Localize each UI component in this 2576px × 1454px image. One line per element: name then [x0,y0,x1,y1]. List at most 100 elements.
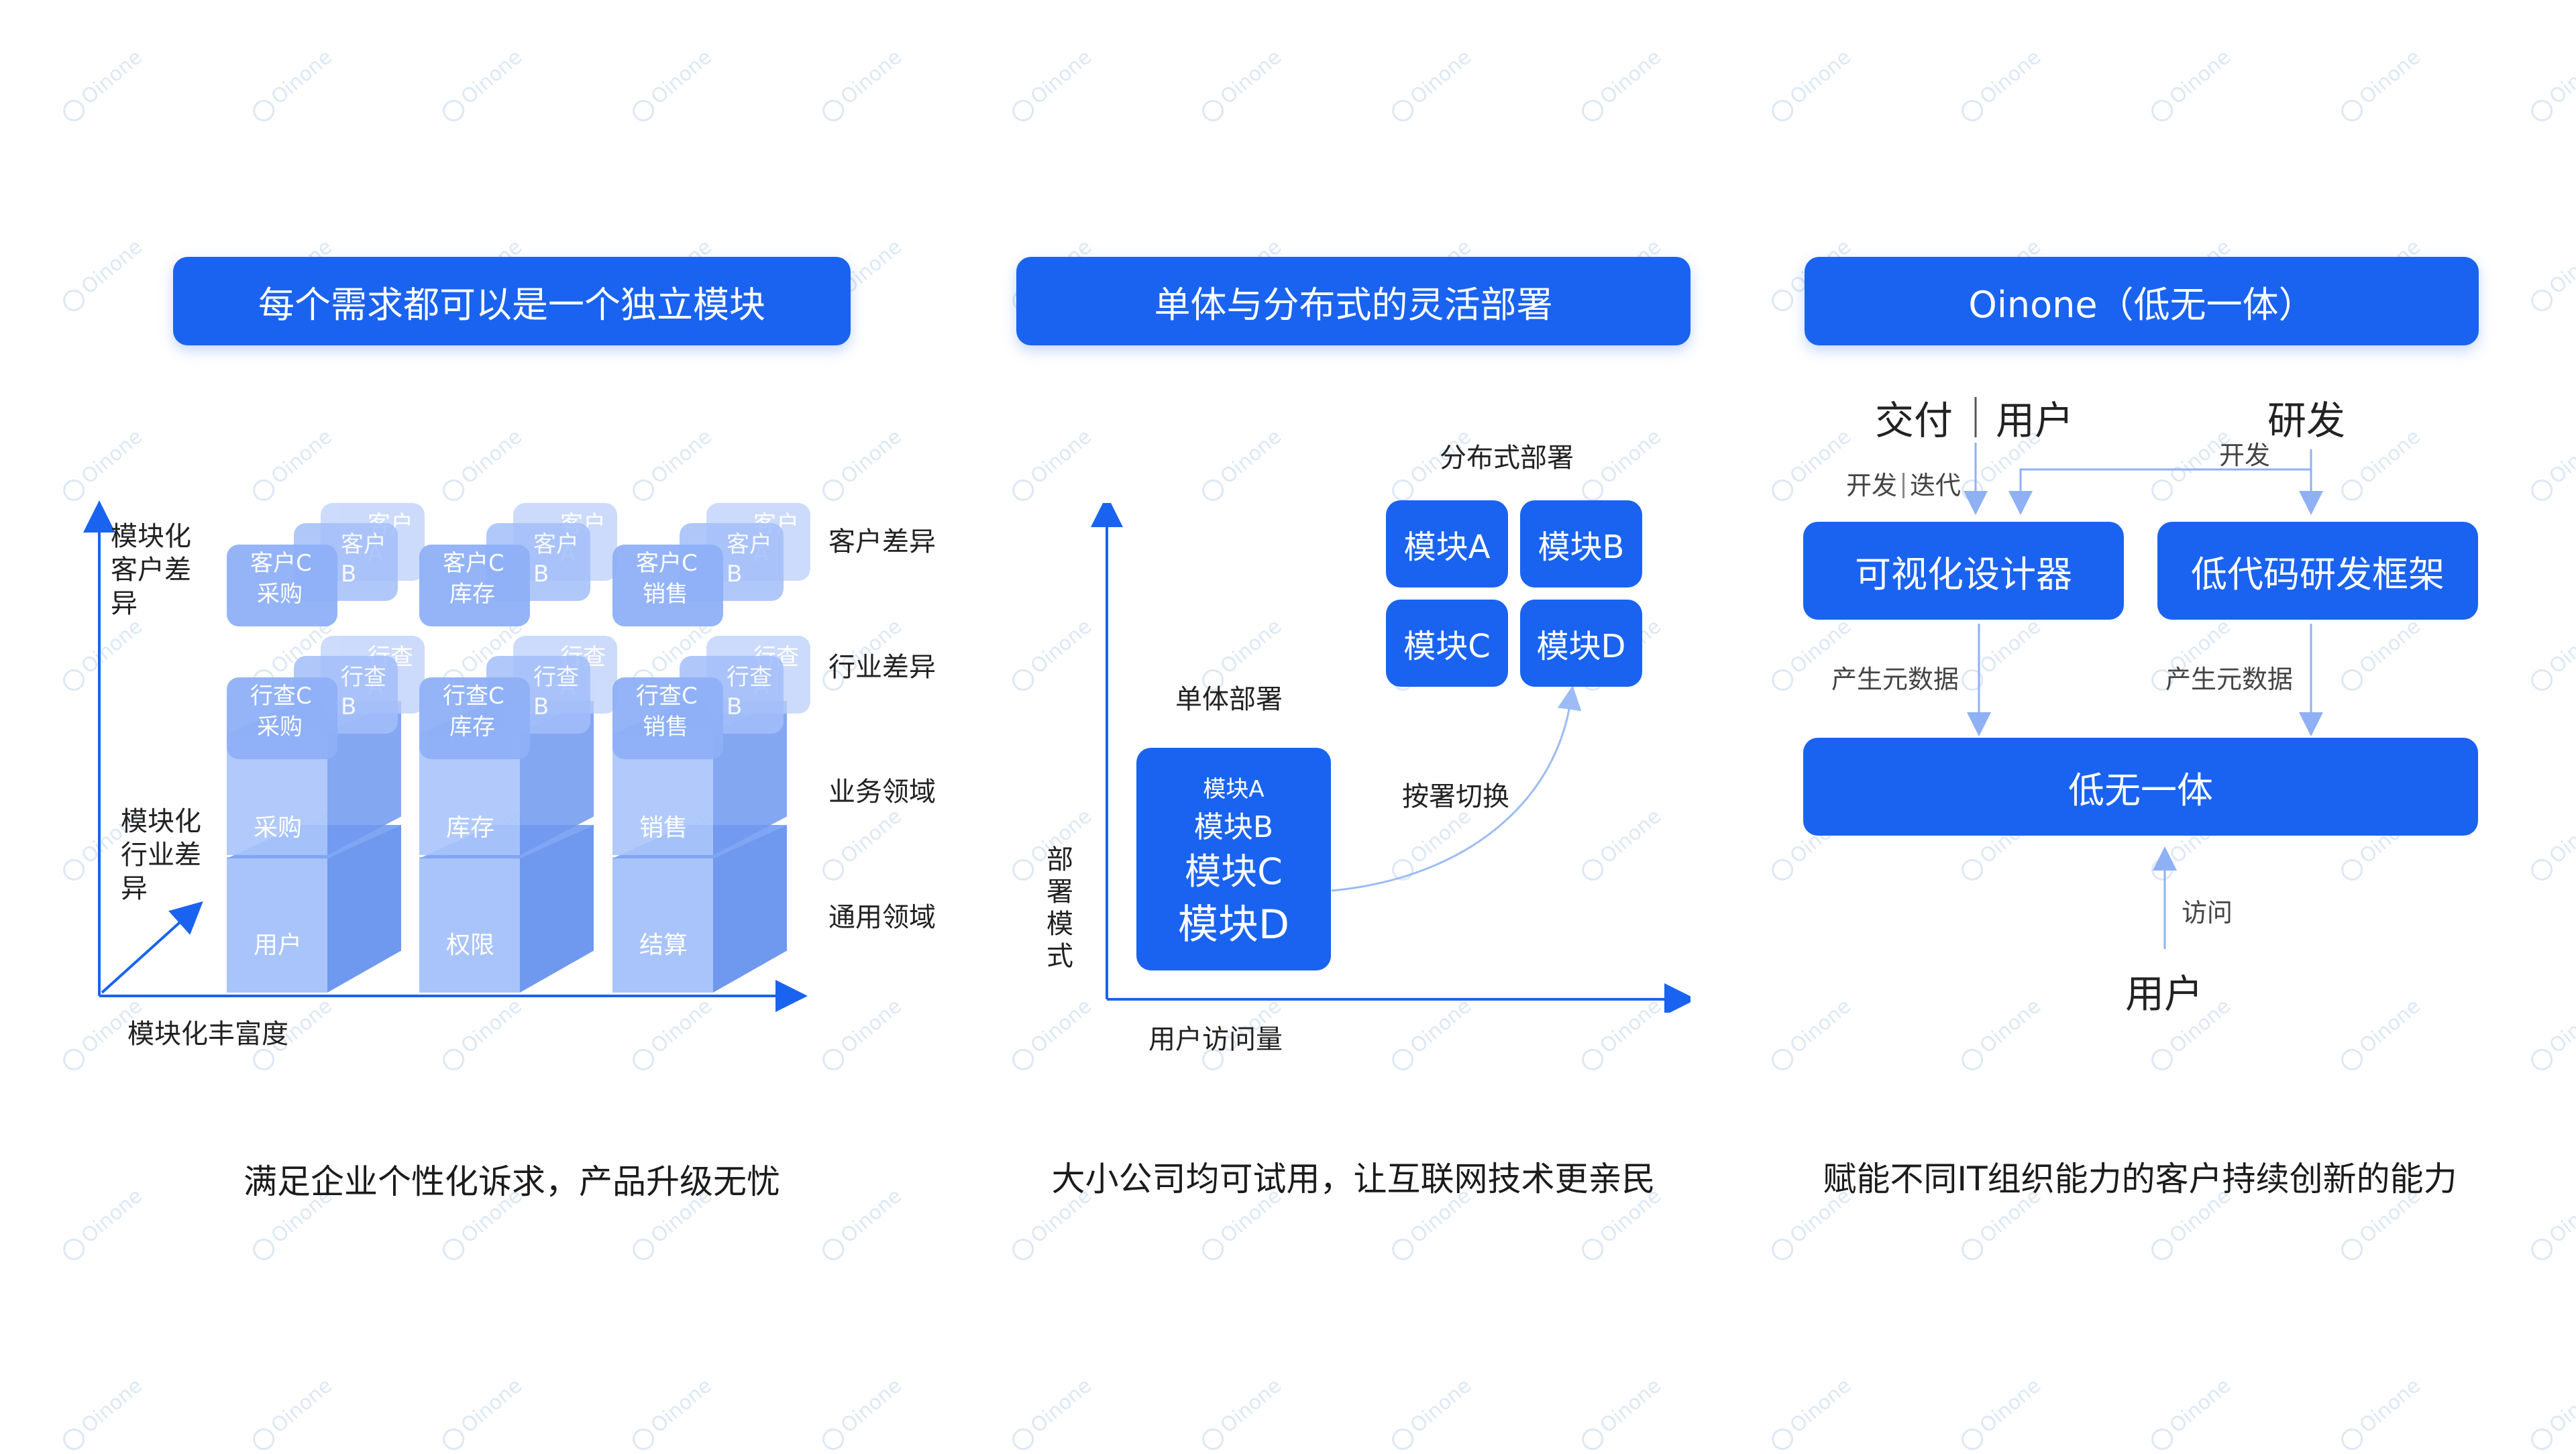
monolith-label: 单体部署 [1175,684,1283,715]
watermark-text: Oinone [1766,46,1856,126]
watermark-text: Oinone [2146,1374,2235,1454]
watermark-text: Oinone [437,1374,527,1454]
watermark-text: Oinone [1956,1374,2045,1454]
user-top-label: 用户 [1996,398,2074,443]
watermark-text: Oinone [1007,425,1096,506]
industry-card-label: 行查C [636,683,698,710]
watermark-text: Oinone [1197,46,1286,126]
dist-module-c: 模块C [1386,600,1508,687]
watermark-text: Oinone [2526,615,2576,695]
industry-card-sub-label: 采购 [257,714,303,740]
watermark-text: Oinone [2526,1184,2576,1265]
monolith-block: 模块A 模块B 模块C 模块D [1136,748,1331,970]
watermark-text: Oinone [2146,46,2235,126]
watermark-text: Oinone [248,425,337,506]
domain-block-label: 库存 [446,814,495,842]
x-label-visits: 用户访问量 [1148,1024,1283,1055]
delivery-label: 交付 [1875,398,1953,443]
industry-card-label: 行查C [250,683,312,710]
dist-module-b: 模块B [1520,500,1642,588]
panel2-axes [1091,503,1690,1013]
watermark-text: Oinone [2526,46,2576,126]
watermark-text: Oinone [437,46,527,126]
watermark-text: Oinone [58,1374,147,1454]
watermark-text: Oinone [1576,46,1666,126]
customer-card-label: 客户C [636,550,698,577]
watermark-text: Oinone [1007,1374,1096,1454]
panel1-header: 每个需求都可以是一个独立模块 [173,257,851,345]
watermark-text: Oinone [2526,425,2576,506]
dev-iter-label: 开发迭代 [1846,471,1962,500]
customer-card-sub-label: 采购 [257,581,303,608]
industry-card-label: 行查B [533,664,579,720]
watermark-text: Oinone [1576,1374,1666,1454]
user-bottom-label: 用户 [2125,971,2204,1017]
domain-block-label: 销售 [639,814,688,842]
watermark-text: Oinone [2526,805,2576,885]
watermark-text: Oinone [1007,995,1096,1075]
customer-card-label: 客户B [341,531,386,588]
watermark-text: Oinone [1956,46,2045,126]
industry-card-sub-label: 销售 [643,714,688,740]
depth-axis [101,901,203,994]
dev-label: 开发 [2219,441,2271,470]
industry-card-sub-label: 库存 [449,714,495,740]
watermark-text: Oinone [437,425,527,506]
customer-card: 客户C 库存 [419,545,530,626]
base-block-label: 权限 [446,932,495,959]
base-block-label: 用户 [254,932,303,959]
watermark-text: Oinone [58,235,147,316]
customer-card-label: 客户B [533,531,579,588]
customer-card: 客户C 销售 [612,545,723,626]
watermark-text: Oinone [1387,1374,1476,1454]
industry-card: 行查C 销售 [612,677,723,759]
rd-label: 研发 [2267,398,2346,443]
panel3-arrows [1964,397,2323,949]
watermark-text: Oinone [2336,1374,2425,1454]
label-customer-diff: 客户差异 [828,526,936,557]
visual-designer-box: 可视化设计器 [1803,522,2124,620]
watermark-text: Oinone [1387,46,1476,126]
mono-module-c: 模块C [1185,850,1283,893]
watermark-text: Oinone [58,1184,147,1265]
dist-module-a: 模块A [1386,500,1508,588]
watermark-text: Oinone [817,46,906,126]
watermark-text: Oinone [2526,235,2576,316]
y-label-deploy: 部署模式 [1046,844,1073,972]
watermark-text: Oinone [2526,995,2576,1075]
watermark-text: Oinone [58,46,147,126]
customer-card-sub-label: 库存 [449,581,495,608]
panel3-caption: 赋能不同IT组织能力的客户持续创新的能力 [1823,1160,2457,1198]
distributed-label: 分布式部署 [1440,443,1574,473]
industry-card-label: 行查B [727,664,772,720]
switch-label: 按署切换 [1402,781,1509,812]
watermark-text: Oinone [817,805,906,885]
mono-module-b: 模块B [1193,810,1274,844]
panel2-header: 单体与分布式的灵活部署 [1016,257,1690,345]
customer-card-label: 客户C [443,550,504,577]
mono-module-d: 模块D [1177,901,1290,948]
customer-card-label: 客户B [727,531,772,588]
watermark-text: Oinone [627,1374,716,1454]
watermark-text: Oinone [2526,1374,2576,1454]
industry-card-label: 行查B [341,664,386,720]
panel1-axes [83,500,808,1012]
watermark-text: Oinone [2336,46,2425,126]
domain-block-label: 采购 [254,814,303,842]
watermark-text: Oinone [1007,46,1096,126]
watermark-text: Oinone [58,425,147,506]
customer-card: 客户C 采购 [227,545,337,626]
arrow-rd-to-designer [2008,449,2312,515]
panel2-caption: 大小公司均可试用，让互联网技术更亲民 [1051,1160,1656,1198]
access-label: 访问 [2182,898,2233,928]
watermark-text: Oinone [1007,615,1096,695]
customer-card-sub-label: 销售 [643,581,688,608]
customer-card-label: 客户C [250,550,312,577]
watermark-text: Oinone [1197,425,1286,506]
industry-card: 行查C 采购 [227,677,337,759]
y-label-customer: 模块化客户差异 [111,521,191,619]
watermark-text: Oinone [1766,1374,1856,1454]
watermark-text: Oinone [248,46,337,126]
y-label-industry: 模块化行业差异 [121,806,201,904]
